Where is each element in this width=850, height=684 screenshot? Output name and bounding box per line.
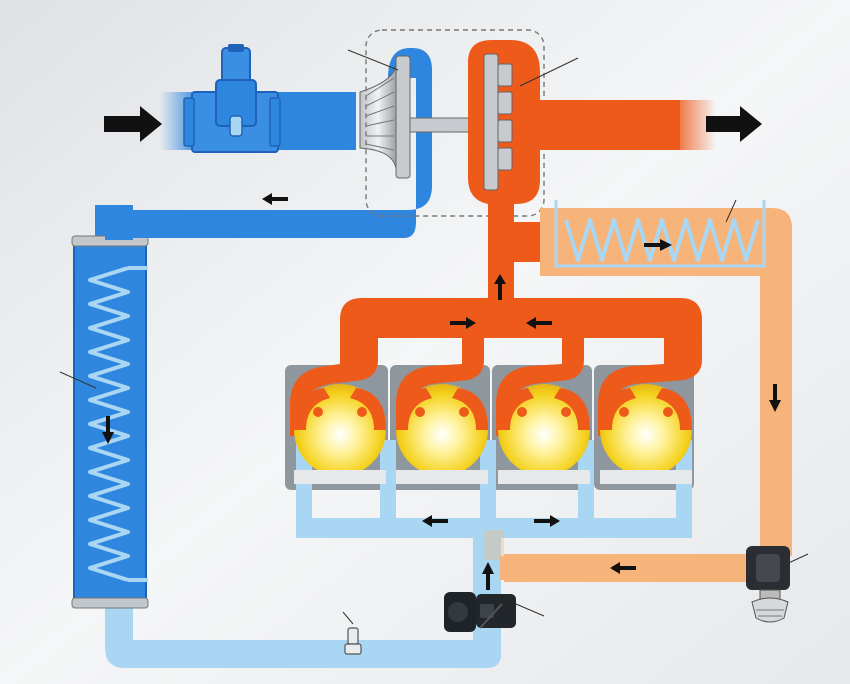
egr-circuit bbox=[500, 199, 792, 582]
intake-circuit bbox=[105, 44, 432, 240]
flow-arrow-icon bbox=[769, 384, 781, 412]
egr-mix-point bbox=[484, 530, 504, 560]
cylinder-4 bbox=[600, 384, 692, 484]
outlet-arrow-icon bbox=[706, 106, 762, 142]
cylinder-3 bbox=[498, 384, 590, 484]
inlet-arrow-icon bbox=[104, 106, 162, 142]
flow-arrow-icon bbox=[610, 562, 636, 574]
flow-arrow-icon bbox=[422, 515, 448, 527]
egr-cooler-coil bbox=[564, 218, 760, 262]
exhaust-circuit bbox=[290, 40, 716, 436]
flow-arrows bbox=[102, 106, 781, 590]
flow-arrow-icon bbox=[644, 239, 672, 251]
flow-arrow-icon bbox=[534, 515, 560, 527]
cylinder-1 bbox=[294, 384, 386, 484]
egr-valve bbox=[746, 546, 809, 623]
cylinder-2 bbox=[396, 384, 488, 484]
flow-arrow-icon bbox=[450, 317, 476, 329]
flow-arrow-icon bbox=[494, 274, 506, 300]
flow-arrow-icon bbox=[526, 317, 552, 329]
flow-arrow-icon bbox=[482, 562, 494, 590]
coolant-pump bbox=[444, 592, 545, 632]
flow-arrow-icon bbox=[262, 193, 288, 205]
check-valve bbox=[342, 611, 362, 655]
intercooler bbox=[59, 205, 149, 609]
flow-arrow-icon bbox=[102, 416, 114, 444]
intercooler-coil bbox=[88, 266, 130, 582]
valve-dots bbox=[313, 407, 673, 417]
cylinders bbox=[294, 384, 692, 484]
